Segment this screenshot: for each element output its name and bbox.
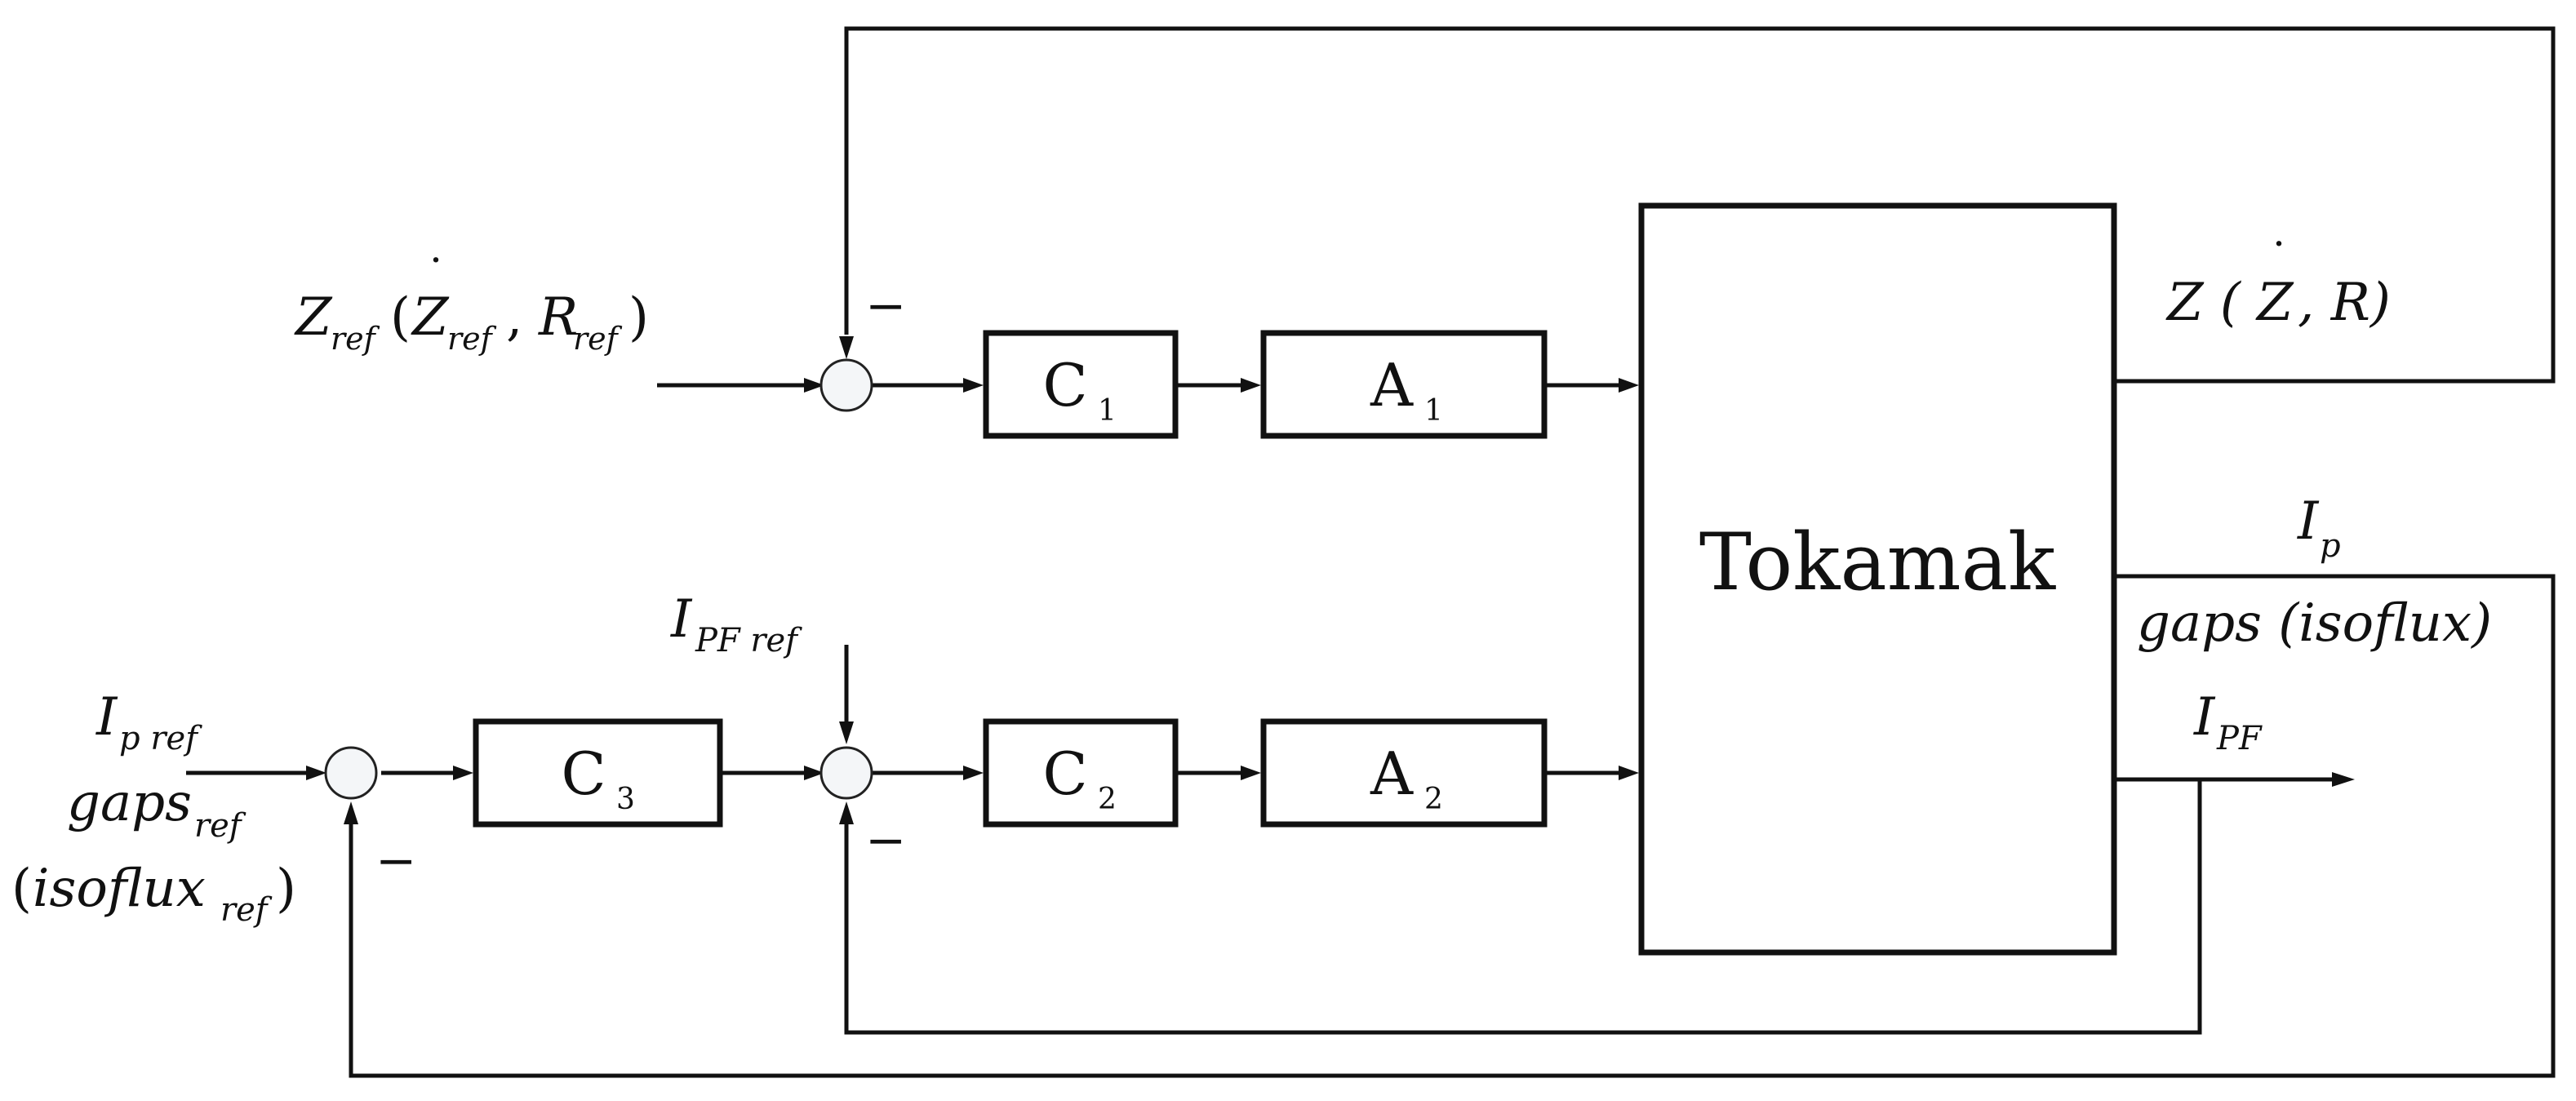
block-c1-sub: 1 bbox=[1098, 394, 1117, 428]
svg-text:gaps: gaps bbox=[67, 773, 192, 833]
wire-zref-arrowhead bbox=[804, 378, 824, 393]
wire-c1-arrowhead bbox=[963, 378, 984, 393]
label-gaps-output: gaps (isoflux) bbox=[2137, 593, 2492, 654]
block-a1-sub: 1 bbox=[1424, 394, 1443, 428]
wire-gaps-feedback-arrowhead bbox=[344, 801, 358, 824]
block-a1-label: A bbox=[1370, 351, 1414, 420]
wire-a2-arrowhead bbox=[1241, 766, 1261, 780]
label-ipf-output: I PF bbox=[2193, 687, 2263, 757]
wire-plant-bottom-arrowhead bbox=[1619, 766, 1639, 780]
svg-text:p ref: p ref bbox=[119, 720, 202, 757]
summing-junction-top bbox=[819, 358, 873, 412]
block-a2-label: A bbox=[1370, 739, 1414, 808]
wire-sum2-arrowhead bbox=[804, 766, 824, 780]
svg-text:ref: ref bbox=[573, 321, 623, 357]
minus-sign-outer: − bbox=[375, 832, 416, 890]
svg-text:Z: Z bbox=[294, 287, 333, 348]
svg-text:ref: ref bbox=[331, 321, 380, 357]
wire-ipfref-arrowhead bbox=[839, 721, 854, 744]
svg-text:˙: ˙ bbox=[424, 251, 447, 304]
svg-text:R: R bbox=[538, 287, 578, 348]
block-a1 bbox=[1260, 330, 1548, 439]
svg-text:p: p bbox=[2320, 527, 2341, 565]
svg-text:Z (: Z ( bbox=[2165, 273, 2242, 333]
wire-a1-arrowhead bbox=[1241, 378, 1261, 393]
label-isoflux-ref: ( isoflux ref ) bbox=[11, 859, 296, 929]
block-c3 bbox=[473, 718, 723, 828]
wire-z-feedback bbox=[844, 26, 2556, 384]
block-c2-label: C bbox=[1042, 739, 1087, 808]
wire-ipref-arrowhead bbox=[306, 766, 326, 780]
block-c3-sub: 3 bbox=[616, 783, 635, 816]
svg-text:I: I bbox=[2193, 687, 2216, 748]
wire-c3-arrowhead bbox=[453, 766, 473, 780]
block-c3-label: C bbox=[561, 739, 606, 808]
signal-wires bbox=[186, 26, 2556, 1078]
svg-text:PF: PF bbox=[2216, 720, 2263, 757]
block-a2-sub: 2 bbox=[1424, 783, 1443, 816]
block-c1-label: C bbox=[1042, 351, 1087, 420]
minus-sign-inner: − bbox=[865, 812, 906, 869]
svg-text:˙: ˙ bbox=[2267, 234, 2290, 287]
svg-text:): ) bbox=[628, 287, 649, 348]
block-c2 bbox=[983, 718, 1179, 828]
svg-text:): ) bbox=[276, 859, 296, 919]
svg-text:I: I bbox=[95, 687, 118, 748]
svg-text:isoflux: isoflux bbox=[33, 859, 206, 919]
svg-text:Z: Z bbox=[411, 287, 450, 348]
svg-text:I: I bbox=[2297, 491, 2320, 552]
svg-text:(: ( bbox=[390, 287, 411, 348]
block-c2-sub: 2 bbox=[1098, 783, 1117, 816]
summing-junction-inner bbox=[819, 746, 873, 800]
wire-ipf-feedback-arrowhead bbox=[839, 801, 854, 824]
wire-ipf-feedback bbox=[844, 779, 2202, 1035]
svg-text:, R): , R) bbox=[2298, 273, 2391, 333]
svg-text:I: I bbox=[670, 589, 693, 650]
wire-z-feedback-arrowhead bbox=[839, 336, 854, 359]
svg-text:Z: Z bbox=[2255, 273, 2294, 333]
svg-text:(: ( bbox=[11, 859, 32, 919]
wire-gaps-feedback bbox=[349, 574, 2556, 1078]
block-c1 bbox=[983, 330, 1179, 439]
block-tokamak bbox=[1638, 202, 2117, 956]
label-ipf-ref: I PF ref bbox=[670, 589, 802, 659]
block-a2 bbox=[1260, 718, 1548, 828]
wire-plant-top-arrowhead bbox=[1619, 378, 1639, 393]
svg-text:ref: ref bbox=[194, 807, 246, 845]
label-zref: Z ref ( Z ˙ ref , R ref ) bbox=[294, 251, 649, 357]
wire-ipf-output-arrowhead bbox=[2332, 772, 2355, 787]
block-tokamak-label: Tokamak bbox=[1699, 517, 2056, 608]
svg-text:,: , bbox=[506, 287, 522, 348]
label-ip-output: I p bbox=[2297, 491, 2341, 565]
minus-sign-top: − bbox=[865, 277, 906, 335]
label-gaps-ref: gaps ref bbox=[67, 773, 246, 845]
svg-text:ref: ref bbox=[447, 321, 497, 357]
label-z-output: Z ( ˙ Z , R) bbox=[2165, 234, 2391, 333]
wire-c2-arrowhead bbox=[963, 766, 984, 780]
svg-text:PF ref: PF ref bbox=[695, 622, 802, 659]
svg-text:ref: ref bbox=[220, 891, 273, 929]
summing-junction-outer bbox=[324, 746, 378, 800]
label-ip-ref: I p ref bbox=[95, 687, 202, 757]
